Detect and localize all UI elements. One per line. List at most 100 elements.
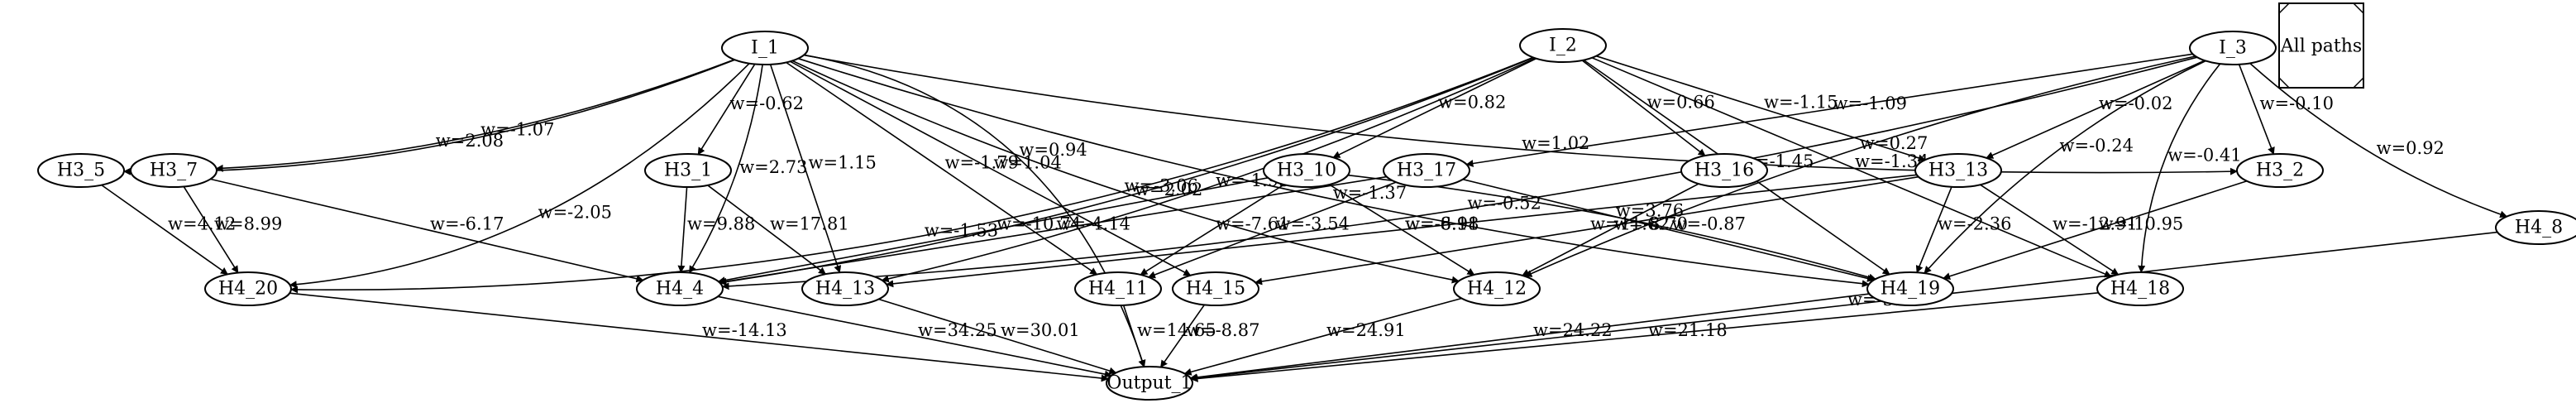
edge-h3_7-to-h4_4	[210, 178, 644, 283]
node-h4-8: H4_8	[2495, 210, 2576, 245]
node-h4-12: H4_12	[1453, 271, 1541, 306]
node-label: H3_17	[1397, 161, 1456, 181]
edge-i_1-to-h4_15	[790, 60, 1192, 276]
edge-i_3-to-h3_13	[1986, 60, 2206, 159]
edge-i_1-to-h3_1	[697, 63, 756, 156]
node-label: Output_1	[1106, 373, 1192, 394]
edge-weight-label: w=-8.91	[1405, 214, 1479, 234]
edge-weight-label: w=-2.36	[1938, 214, 2011, 234]
node-h4-20: H4_20	[204, 271, 292, 306]
node-i-2: I_2	[1519, 28, 1607, 63]
edge-weight-label: w=0.82	[1438, 93, 1506, 113]
node-label: H3_7	[150, 161, 198, 181]
edge-weight-label: w=2.73	[739, 157, 807, 177]
edge-weight-label: w=2.08	[436, 131, 504, 151]
node-ellipse	[2236, 153, 2324, 188]
edge-h3_7-to-h4_20	[183, 185, 239, 274]
node-label: H4_4	[656, 279, 704, 300]
node-i-3: I_3	[2189, 31, 2277, 65]
edge-h3_16-to-h4_12	[1522, 183, 1699, 276]
edge-weight-label: w=24.91	[1326, 320, 1406, 340]
node-ellipse	[1263, 153, 1350, 188]
edge-h3_13-to-h4_18	[1980, 184, 2120, 276]
node-h3-1: H3_1	[644, 153, 732, 188]
node-h3-2: H3_2	[2236, 153, 2324, 188]
edge-weight-label: w=14.65	[1137, 320, 1216, 340]
edge-weight-label: w=0.92	[2377, 138, 2445, 158]
node-h3-16: H3_16	[1680, 153, 1768, 188]
edge-weight-label: w=-0.02	[2099, 94, 2172, 113]
edge-weight-label: w=-0.10	[2260, 94, 2334, 113]
edge-weight-label: w=-1.07	[480, 120, 554, 140]
edge-i_1-to-h4_19	[797, 57, 1870, 288]
edge-weight-label: w=-4.14	[1057, 214, 1130, 234]
node-h4-18: H4_18	[2096, 271, 2184, 306]
node-output-1: Output_1	[1106, 366, 1193, 401]
edge-h4_4-to-output_1	[717, 295, 1112, 378]
edge-h4_15-to-output_1	[1159, 304, 1206, 368]
node-label: H3_16	[1694, 161, 1754, 181]
node-label: H4_8	[2515, 218, 2563, 238]
edge-weight-label: w=-0.52	[1467, 194, 1541, 214]
node-label: H3_10	[1277, 161, 1336, 181]
edge-i_1-to-h4_11	[786, 61, 1098, 276]
node-label: H4_15	[1186, 279, 1245, 300]
edge-i_2-to-h4_20	[290, 56, 1534, 294]
edge-h4_13-to-output_1	[878, 298, 1117, 375]
node-ellipse	[1519, 28, 1607, 63]
edge-h3_2-to-h4_19	[1943, 180, 2248, 281]
edge-weight-label: w=-1.37	[1333, 183, 1407, 203]
node-h4-19: H4_19	[1866, 271, 1954, 306]
edge-i_1-to-h3_2	[803, 54, 2238, 175]
edge-weight-label: w=-0.87	[1672, 214, 1746, 234]
node-ellipse	[2495, 210, 2576, 245]
node-h4-15: H4_15	[1172, 271, 1259, 306]
node-label: H4_19	[1881, 279, 1940, 300]
edge-weight-label: w=9.88	[687, 214, 755, 234]
edge-h3_13-to-h4_15	[1255, 175, 1919, 286]
node-label: H3_2	[2256, 161, 2304, 181]
edge-weight-label: w=-0.24	[2060, 136, 2134, 156]
edge-weight-label: w=3.76	[1616, 200, 1684, 220]
edge-i_2-to-h4_4	[719, 56, 1534, 286]
edge-i_2-to-h4_18	[1591, 57, 2112, 278]
edge-i_3-to-h4_18	[2138, 63, 2221, 273]
node-label: H4_11	[1088, 279, 1148, 300]
edge-weight-label: w=30.01	[1001, 320, 1080, 340]
edge-weight-label: w=-3.54	[1276, 214, 1350, 234]
edge-i_3-to-h4_19	[1924, 60, 2206, 274]
node-ellipse	[1680, 153, 1768, 188]
node-ellipse	[1866, 271, 1954, 306]
node-label: H4_18	[2110, 279, 2170, 300]
node-label: H4_20	[218, 279, 278, 300]
edge-weight-label: w=4.12	[168, 214, 236, 234]
node-ellipse	[2096, 271, 2184, 306]
edge-weight-label: w=-1.53	[925, 220, 998, 240]
edge-weight-label: w=-10.95	[2099, 214, 2184, 234]
edge-h3_13-to-h4_13	[886, 174, 1917, 288]
edge-i_2-to-h4_13	[881, 57, 1536, 283]
edge-weight-label: w=-6.18	[1405, 214, 1479, 234]
edge-i_3-to-h3_2	[2238, 64, 2275, 156]
legend-all-paths: All paths	[2278, 2, 2364, 89]
edge-weight-label: w=-2.05	[538, 202, 612, 222]
edge-weight-label: w=-10.74	[996, 214, 1082, 234]
edge-weight-label: w=8.99	[214, 214, 282, 234]
edge-labels-layer: w=2.08w=-1.07w=-2.05w=0.94w=2.73w=-0.62w…	[168, 93, 2445, 341]
edge-i_1-to-h4_13	[769, 64, 842, 274]
node-h3-13: H3_13	[1914, 153, 2002, 188]
node-label: H3_13	[1928, 161, 1988, 181]
node-ellipse	[1914, 153, 2002, 188]
node-h3-5: H3_5	[37, 153, 125, 188]
edge-i_3-to-h4_8	[2249, 62, 2508, 218]
edge-weight-label: w=11.62	[1590, 214, 1670, 234]
edge-weight-label: w=-1.15	[1764, 93, 1838, 113]
edge-i_3-to-h4_12	[1524, 55, 2196, 277]
node-h4-11: H4_11	[1074, 271, 1162, 306]
node-label: I_3	[2219, 38, 2247, 59]
edge-h4_18-to-output_1	[1190, 292, 2099, 382]
legend-box	[2278, 2, 2364, 89]
edge-weight-label: w=0.66	[1647, 93, 1715, 113]
